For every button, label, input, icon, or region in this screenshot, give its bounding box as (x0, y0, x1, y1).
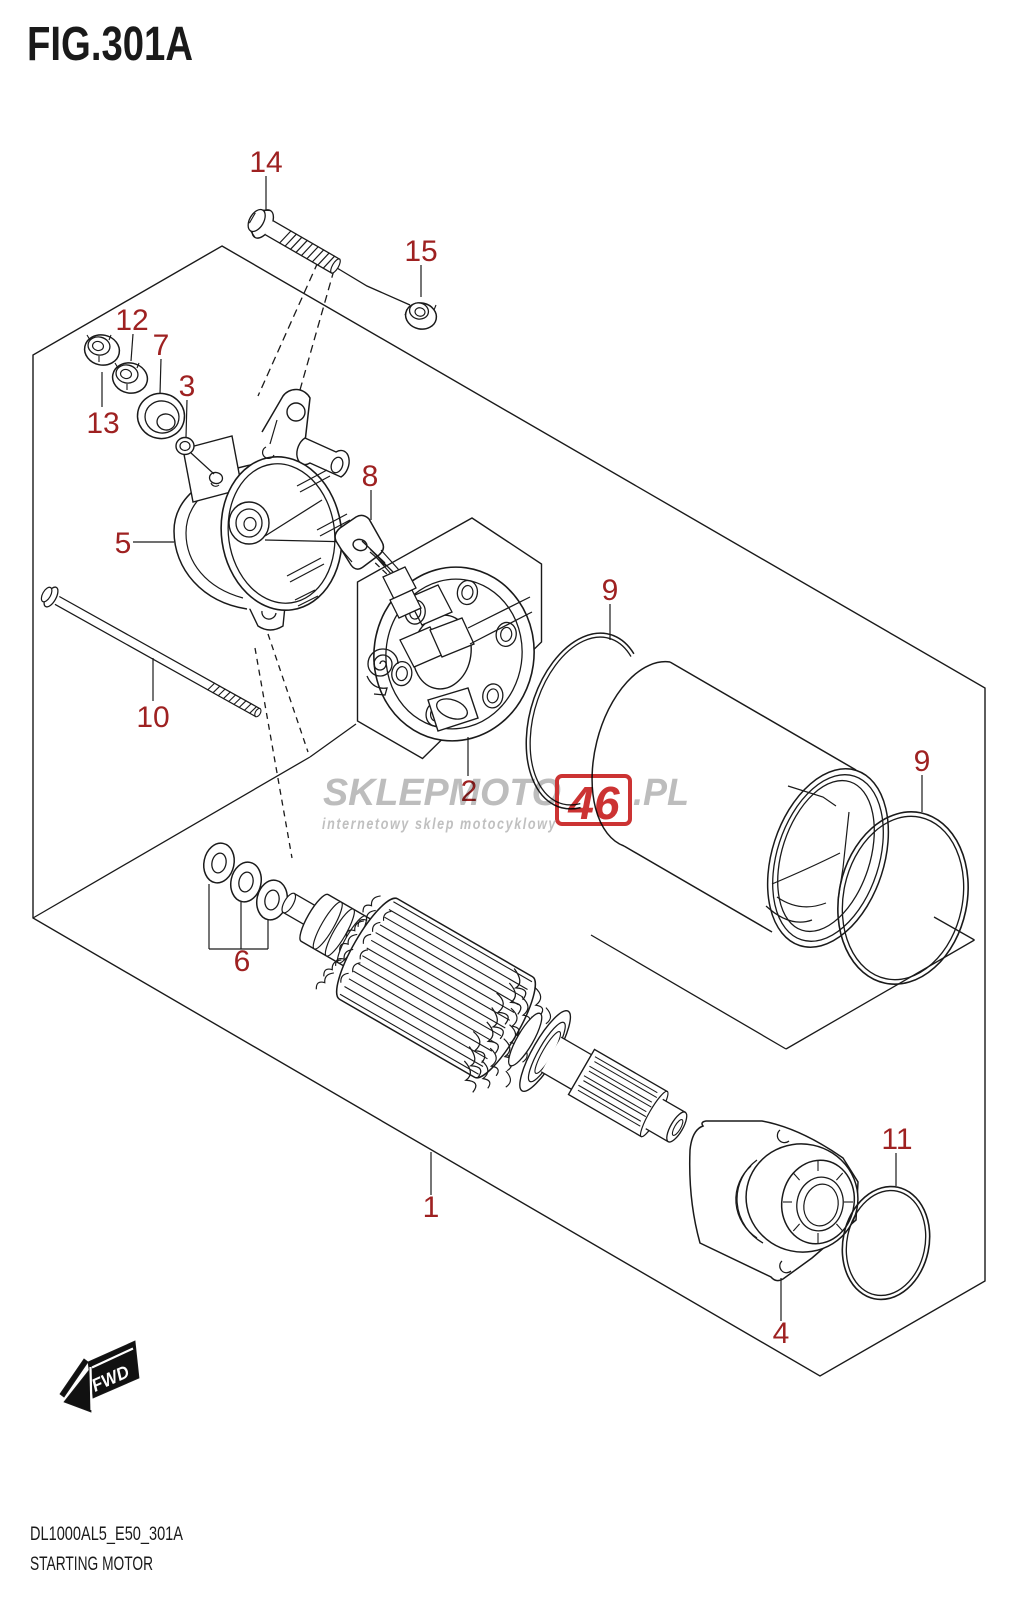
svg-text:8: 8 (362, 460, 379, 493)
svg-text:3: 3 (179, 370, 196, 403)
svg-text:46: 46 (567, 777, 620, 829)
svg-text:.PL: .PL (633, 772, 689, 814)
svg-text:4: 4 (773, 1317, 790, 1350)
svg-text:SKLEPMOTO: SKLEPMOTO (323, 772, 561, 814)
svg-text:FIG.301A: FIG.301A (27, 18, 193, 71)
svg-text:13: 13 (86, 407, 119, 440)
svg-text:12: 12 (115, 304, 148, 337)
svg-text:10: 10 (136, 701, 169, 734)
svg-text:2: 2 (461, 775, 478, 808)
svg-text:1: 1 (423, 1191, 440, 1224)
svg-text:15: 15 (404, 235, 437, 268)
svg-text:internetowy sklep motocyklowy: internetowy sklep motocyklowy (322, 816, 557, 833)
svg-text:5: 5 (115, 527, 132, 560)
svg-text:9: 9 (602, 574, 619, 607)
svg-text:STARTING MOTOR: STARTING MOTOR (30, 1554, 153, 1575)
svg-text:11: 11 (881, 1123, 912, 1156)
svg-text:9: 9 (914, 745, 931, 778)
svg-text:7: 7 (153, 329, 170, 362)
svg-text:DL1000AL5_E50_301A: DL1000AL5_E50_301A (30, 1524, 183, 1545)
svg-text:14: 14 (249, 146, 282, 179)
svg-text:6: 6 (234, 945, 251, 978)
